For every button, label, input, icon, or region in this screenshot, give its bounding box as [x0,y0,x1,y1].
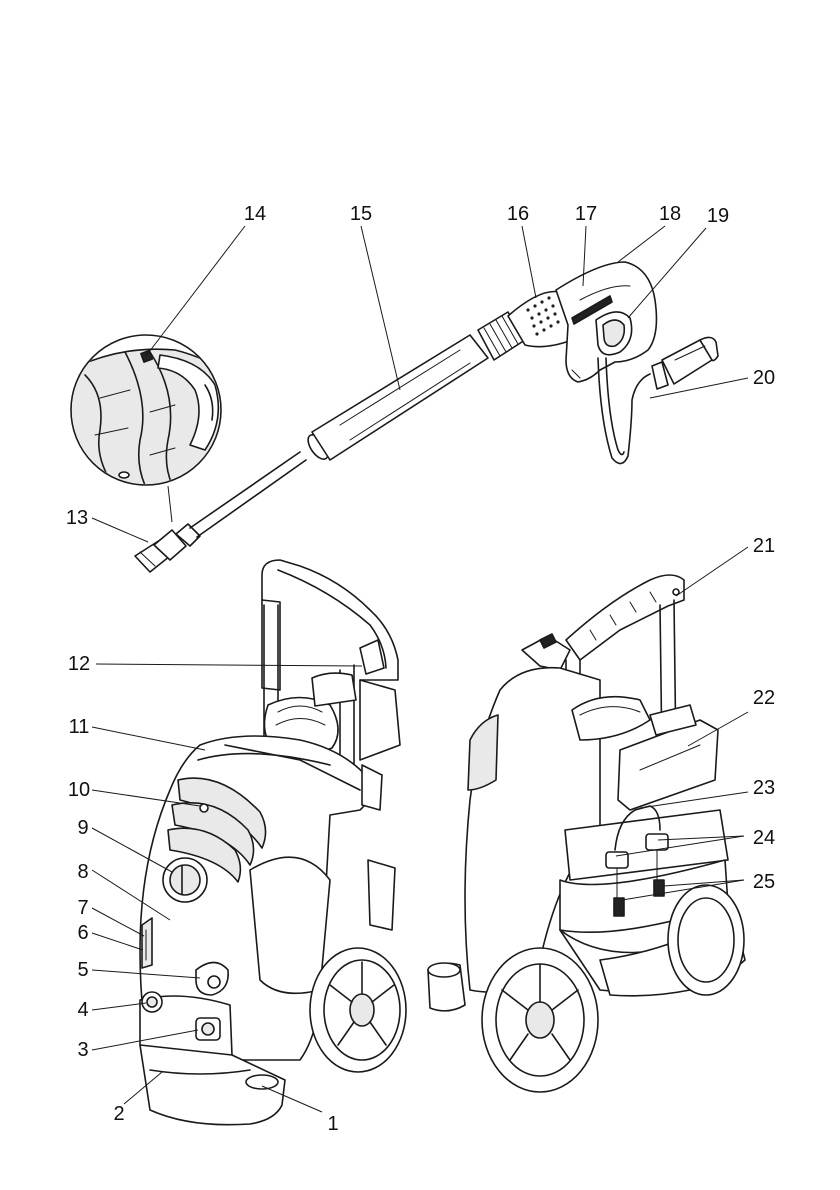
callout-9: 9 [77,817,88,839]
callout-4: 4 [77,999,88,1021]
callout-10: 10 [68,779,90,801]
callout-12: 12 [68,653,90,675]
callout-22: 22 [753,687,775,709]
callout-5: 5 [77,959,88,981]
detail-circle [70,334,222,486]
rear-machine [427,574,746,1093]
detail-connector-line [167,485,173,523]
callout-6: 6 [77,922,88,944]
callout-2: 2 [113,1103,124,1125]
callout-16: 16 [507,203,529,225]
spray-lance [134,290,573,573]
callout-14: 14 [244,203,266,225]
callout-8: 8 [77,861,88,883]
hose-clip [597,336,719,465]
callout-3: 3 [77,1039,88,1061]
callout-11: 11 [69,716,90,738]
callout-19: 19 [707,205,729,227]
callout-labels: 14 15 16 17 18 19 20 13 21 12 11 22 10 2… [66,203,775,1135]
callout-18: 18 [659,203,681,225]
callout-23: 23 [753,777,775,799]
front-machine [139,559,407,1126]
callout-20: 20 [753,367,775,389]
trigger-gun [555,261,658,383]
callout-7: 7 [77,897,88,919]
callout-13: 13 [66,507,88,529]
callout-24: 24 [753,827,775,849]
callout-21: 21 [753,535,775,557]
callout-25: 25 [753,871,775,893]
grip-dots [526,296,560,336]
callout-17: 17 [575,203,597,225]
callout-15: 15 [350,203,372,225]
callout-1: 1 [327,1113,338,1135]
leader-lines [91,225,749,1113]
